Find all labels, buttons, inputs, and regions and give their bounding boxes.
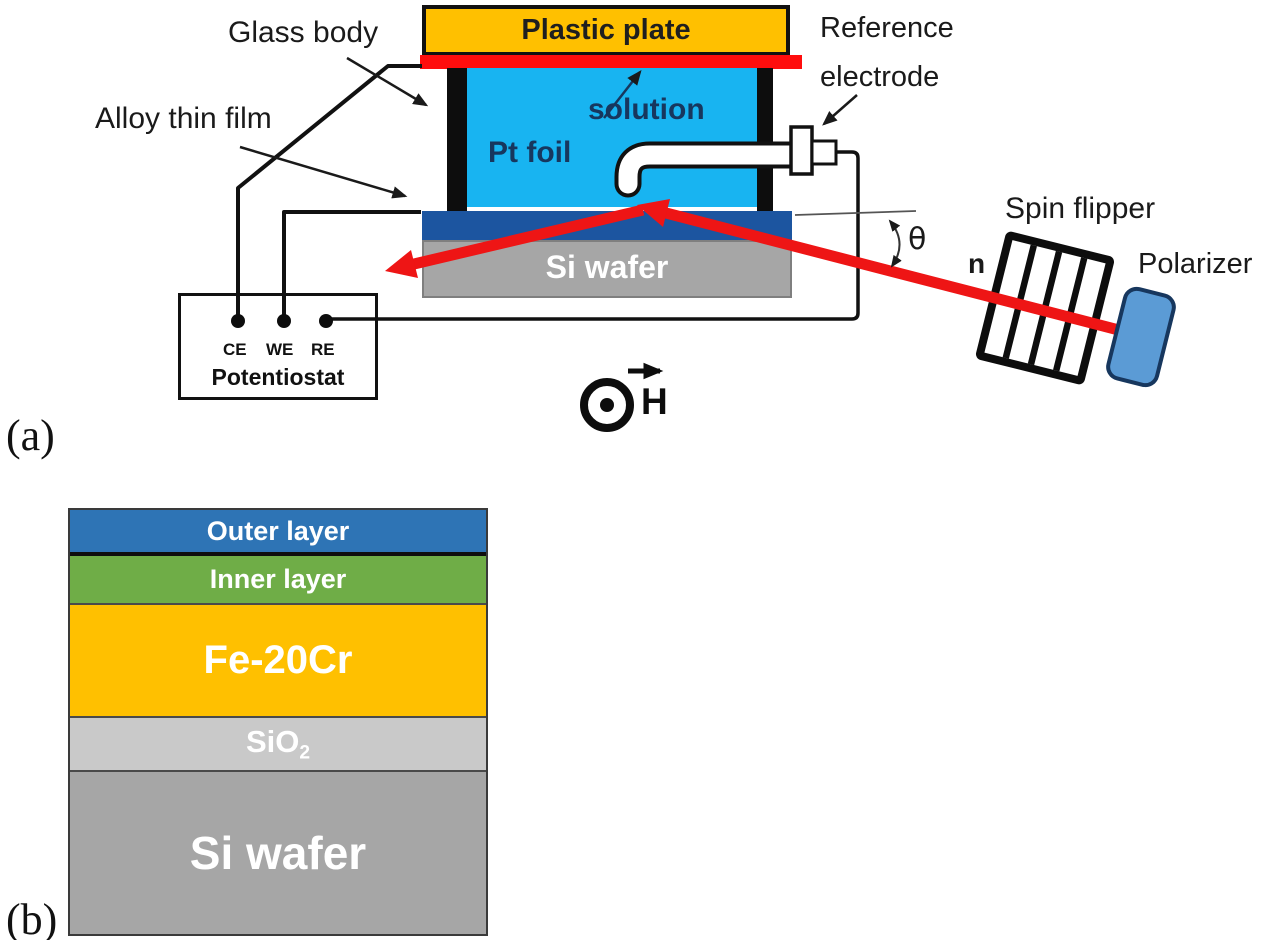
- magnetic-field-label: H: [641, 381, 668, 422]
- reference-electrode-tube: [614, 125, 838, 198]
- spin-flipper-label: Spin flipper: [1005, 192, 1156, 225]
- reference-electrode-label: Reference electrode: [820, 4, 954, 102]
- polarizer-label: Polarizer: [1138, 248, 1253, 280]
- glass-body-right-wall: [757, 68, 773, 211]
- inner-layer: Inner layer: [70, 556, 486, 603]
- glass-body-pointer: [346, 56, 429, 107]
- sio2-layer: SiO2: [70, 716, 486, 770]
- theta-angle-arc: [888, 219, 902, 268]
- reference-electrode-label-line2: electrode: [820, 61, 940, 93]
- si-wafer-label-a: Si wafer: [545, 249, 669, 285]
- theta-label: θ: [908, 222, 927, 257]
- potentiostat-terminals: [231, 314, 333, 328]
- outer-layer-label: Outer layer: [206, 515, 350, 546]
- glass-body-left-wall: [447, 68, 467, 211]
- reflected-beam: [385, 204, 645, 278]
- panel-a-tag: (a): [6, 411, 55, 460]
- sio2-label-subscript: 2: [299, 742, 311, 764]
- we-wire: [282, 210, 421, 321]
- re-wire: [327, 150, 860, 321]
- outer-layer: Outer layer: [70, 510, 486, 556]
- si-wafer-layer: Si wafer: [70, 770, 486, 934]
- plastic-plate: [422, 5, 790, 56]
- terminal-we-label: WE: [266, 340, 294, 359]
- ce-wire: [236, 64, 422, 321]
- polarizer-icon: [1106, 286, 1176, 388]
- glass-body-label: Glass body: [228, 16, 379, 49]
- alloy-thin-film-pointer: [239, 145, 408, 199]
- incident-beam: [637, 199, 1140, 341]
- potentiostat-box: [178, 293, 378, 400]
- potentiostat-label: Potentiostat: [211, 364, 345, 390]
- inner-layer-label: Inner layer: [209, 564, 347, 594]
- neutron-symbol-label: n: [968, 248, 986, 279]
- si-wafer-layer-label: Si wafer: [189, 827, 367, 879]
- plastic-plate-label: Plastic plate: [521, 14, 691, 46]
- solution-area: [467, 68, 757, 207]
- reference-electrode-pointer: [822, 94, 858, 126]
- terminal-re-label: RE: [311, 340, 335, 359]
- fe20cr-layer-label: Fe-20Cr: [203, 638, 353, 682]
- pt-foil-pointer: [603, 70, 642, 119]
- magnetic-field-icon: [580, 362, 664, 432]
- theta-reference-line: [794, 210, 917, 216]
- layer-stack: Outer layer Inner layer Fe-20Cr SiO2 Si …: [68, 508, 488, 936]
- alloy-thin-film-label: Alloy thin film: [95, 102, 272, 135]
- terminal-ce-label: CE: [223, 340, 247, 359]
- reference-electrode-label-line1: Reference: [820, 12, 954, 44]
- fe20cr-layer: Fe-20Cr: [70, 603, 486, 716]
- sio2-layer-label: SiO2: [246, 724, 310, 765]
- sio2-label-base: SiO: [245, 723, 300, 759]
- pt-foil-strip: [420, 55, 802, 69]
- panel-b-tag: (b): [6, 895, 58, 940]
- pt-foil-label: Pt foil: [488, 136, 572, 169]
- solution-label: solution: [588, 93, 705, 126]
